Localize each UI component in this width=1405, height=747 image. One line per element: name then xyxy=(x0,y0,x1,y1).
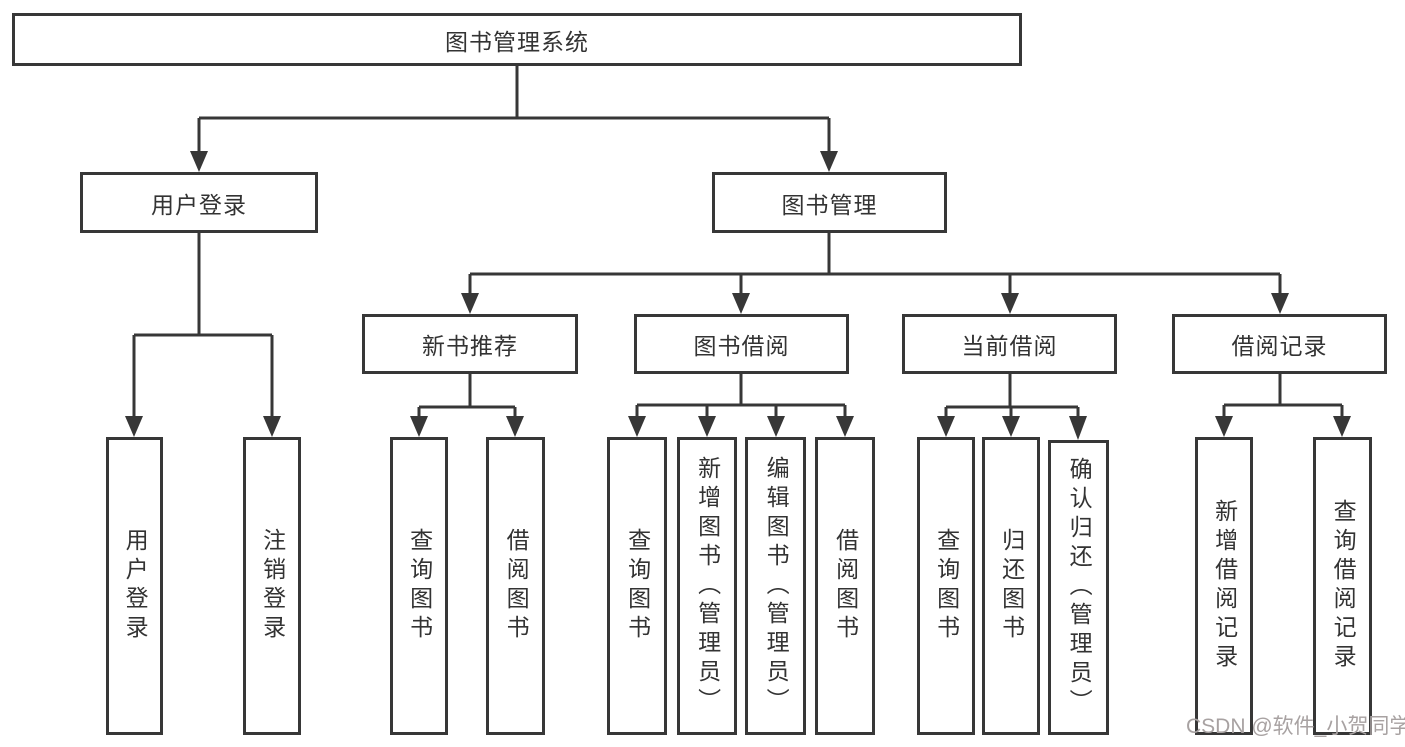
arrowhead xyxy=(1215,416,1233,437)
arrowhead xyxy=(836,416,854,437)
arrowhead xyxy=(410,416,428,437)
arrowhead xyxy=(1069,416,1087,440)
arrowhead xyxy=(263,416,281,437)
leaf-user-login: 用户登录 xyxy=(106,437,163,735)
leaf-edit-book-admin-label: 编辑图书（管理员） xyxy=(763,455,790,717)
node-new-book-recommend-label: 新书推荐 xyxy=(422,333,518,359)
leaf-query-borrow-record-label: 查询借阅记录 xyxy=(1330,499,1357,673)
connector-user-login xyxy=(132,231,274,419)
leaf-logout: 注销登录 xyxy=(243,437,301,735)
connector-borrow-records xyxy=(1222,374,1344,419)
node-root: 图书管理系统 xyxy=(12,13,1022,66)
node-user-login: 用户登录 xyxy=(80,172,318,233)
node-book-borrow: 图书借阅 xyxy=(634,314,849,374)
arrowhead xyxy=(125,416,143,437)
leaf-user-login-label: 用户登录 xyxy=(122,528,149,644)
connector-root xyxy=(197,64,831,155)
arrowhead xyxy=(767,416,785,437)
arrowhead xyxy=(1002,416,1020,437)
arrowhead xyxy=(628,416,646,437)
arrowhead xyxy=(698,416,716,437)
connector-book-borrow xyxy=(635,374,847,419)
connector-current-borrow xyxy=(944,374,1080,419)
leaf-query-books-2: 查询图书 xyxy=(607,437,667,735)
node-book-borrow-label: 图书借阅 xyxy=(693,333,790,359)
arrowhead xyxy=(1001,293,1019,314)
connector-new-book-recommend xyxy=(417,374,517,419)
node-book-management: 图书管理 xyxy=(712,172,947,233)
leaf-return-books-label: 归还图书 xyxy=(998,528,1025,644)
arrowhead xyxy=(506,416,524,437)
leaf-add-book-admin-label: 新增图书（管理员） xyxy=(694,455,721,717)
leaf-confirm-return-admin-label: 确认归还（管理员） xyxy=(1066,457,1093,718)
arrowhead xyxy=(1333,416,1351,437)
leaf-logout-label: 注销登录 xyxy=(259,528,286,644)
leaf-confirm-return-admin: 确认归还（管理员） xyxy=(1048,440,1109,735)
node-borrow-records-label: 借阅记录 xyxy=(1231,333,1328,359)
leaf-query-books-2-label: 查询图书 xyxy=(624,528,651,644)
csdn-watermark: CSDN @软件_小贺同学 xyxy=(1186,715,1405,738)
node-current-borrow-label: 当前借阅 xyxy=(961,333,1058,359)
node-current-borrow: 当前借阅 xyxy=(902,314,1117,374)
node-root-label: 图书管理系统 xyxy=(445,28,589,55)
leaf-add-borrow-record: 新增借阅记录 xyxy=(1195,437,1253,735)
leaf-borrow-books-1: 借阅图书 xyxy=(486,437,545,735)
node-book-management-label: 图书管理 xyxy=(781,191,878,218)
leaf-return-books: 归还图书 xyxy=(982,437,1040,735)
leaf-add-book-admin: 新增图书（管理员） xyxy=(677,437,737,735)
arrowhead xyxy=(732,293,750,314)
arrowhead xyxy=(190,151,208,172)
leaf-query-books-1-label: 查询图书 xyxy=(406,528,433,644)
arrowhead xyxy=(461,293,479,314)
arrowhead xyxy=(1271,293,1289,314)
leaf-query-borrow-record: 查询借阅记录 xyxy=(1313,437,1372,735)
leaf-borrow-books-2: 借阅图书 xyxy=(815,437,875,735)
leaf-query-books-1: 查询图书 xyxy=(390,437,448,735)
leaf-query-books-3-label: 查询图书 xyxy=(933,528,960,644)
node-borrow-records: 借阅记录 xyxy=(1172,314,1387,374)
arrowhead xyxy=(820,151,838,172)
leaf-borrow-books-1-label: 借阅图书 xyxy=(503,528,530,644)
leaf-query-books-3: 查询图书 xyxy=(917,437,975,735)
arrowhead xyxy=(937,416,955,437)
node-user-login-label: 用户登录 xyxy=(151,191,247,218)
leaf-edit-book-admin: 编辑图书（管理员） xyxy=(745,437,806,735)
node-new-book-recommend: 新书推荐 xyxy=(362,314,578,374)
leaf-add-borrow-record-label: 新增借阅记录 xyxy=(1211,499,1238,673)
leaf-borrow-books-2-label: 借阅图书 xyxy=(832,528,859,644)
connector-book-management xyxy=(468,231,1282,296)
